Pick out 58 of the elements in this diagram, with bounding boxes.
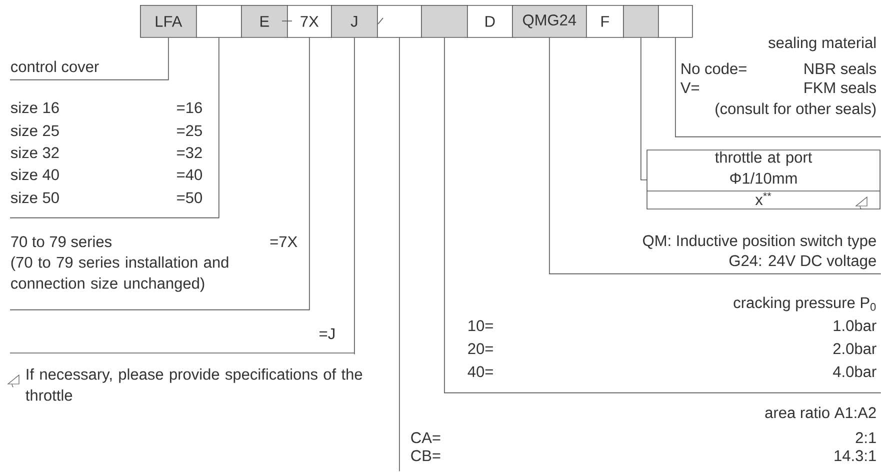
option-text: 1.0bar <box>834 320 876 332</box>
code-cell: E <box>241 5 288 38</box>
option-text: sealing material <box>768 36 876 52</box>
option-text: =16 <box>177 102 202 114</box>
option-text: size 32 <box>10 146 59 158</box>
option-text: (70 to 79 series installation and connection size unchanged) <box>11 256 228 292</box>
option-text: size 40 <box>10 168 59 180</box>
note-text: If necessary, please provide specifications of the throttle <box>26 368 362 401</box>
leader-line <box>354 37 356 354</box>
option-text: cracking pressure P$_{0}$ <box>734 296 876 312</box>
code-cell <box>421 5 468 38</box>
leader-line <box>10 37 310 310</box>
option-text: CA= <box>411 432 440 444</box>
code-cell <box>623 5 659 38</box>
code-cell: J <box>331 5 378 38</box>
leader-line <box>675 37 881 138</box>
option-text: 40= <box>468 366 493 378</box>
code-cell: 7X <box>287 5 332 38</box>
code-cell: QMG24 <box>512 5 587 38</box>
option-text: G24: 24V DC voltage <box>729 254 876 270</box>
option-text: =50 <box>177 192 202 204</box>
leader-line <box>10 37 169 80</box>
leader-line <box>549 37 881 274</box>
option-text: 70 to 79 series <box>11 236 112 248</box>
option-text: 2:1 <box>856 432 876 443</box>
option-text: =25 <box>177 125 202 136</box>
option-text: =7X <box>270 236 298 247</box>
code-cell <box>658 5 693 38</box>
option-text: size 50 <box>10 192 59 204</box>
throttle-box: throttle at port Φ1/10mm x$^{**}$ <box>646 150 880 210</box>
code-cell: F <box>586 5 624 38</box>
option-text: 20= <box>468 343 493 354</box>
leader-line <box>398 37 400 472</box>
code-cell: D <box>467 5 513 38</box>
option-text: FKM seals <box>804 82 876 94</box>
option-text: 14.3:1 <box>834 450 876 462</box>
code-cell <box>196 5 242 38</box>
option-text: size 16 <box>10 102 59 114</box>
option-text: NBR seals <box>804 62 876 74</box>
option-text: =32 <box>177 147 202 158</box>
option-text: No code= <box>682 62 746 74</box>
leader-line <box>640 37 648 180</box>
option-text: control cover <box>11 60 99 72</box>
option-text: 2.0bar <box>833 342 876 354</box>
option-text: =J <box>320 328 334 340</box>
leader-line <box>10 37 220 218</box>
option-text: QM: Inductive position switch type <box>643 234 876 250</box>
option-text: CB= <box>411 450 440 462</box>
option-text: 4.0bar <box>833 366 876 378</box>
option-text: (consult for other seals) <box>716 102 876 118</box>
option-text: size 25 <box>10 124 59 136</box>
option-text: 10= <box>468 320 493 332</box>
code-cell: LFA <box>140 5 197 38</box>
code-cell <box>377 5 422 38</box>
leader-line <box>444 37 881 394</box>
option-text: area ratio A1:A2 <box>765 406 876 418</box>
option-text: V= <box>680 82 700 93</box>
option-text: =40 <box>177 169 202 180</box>
